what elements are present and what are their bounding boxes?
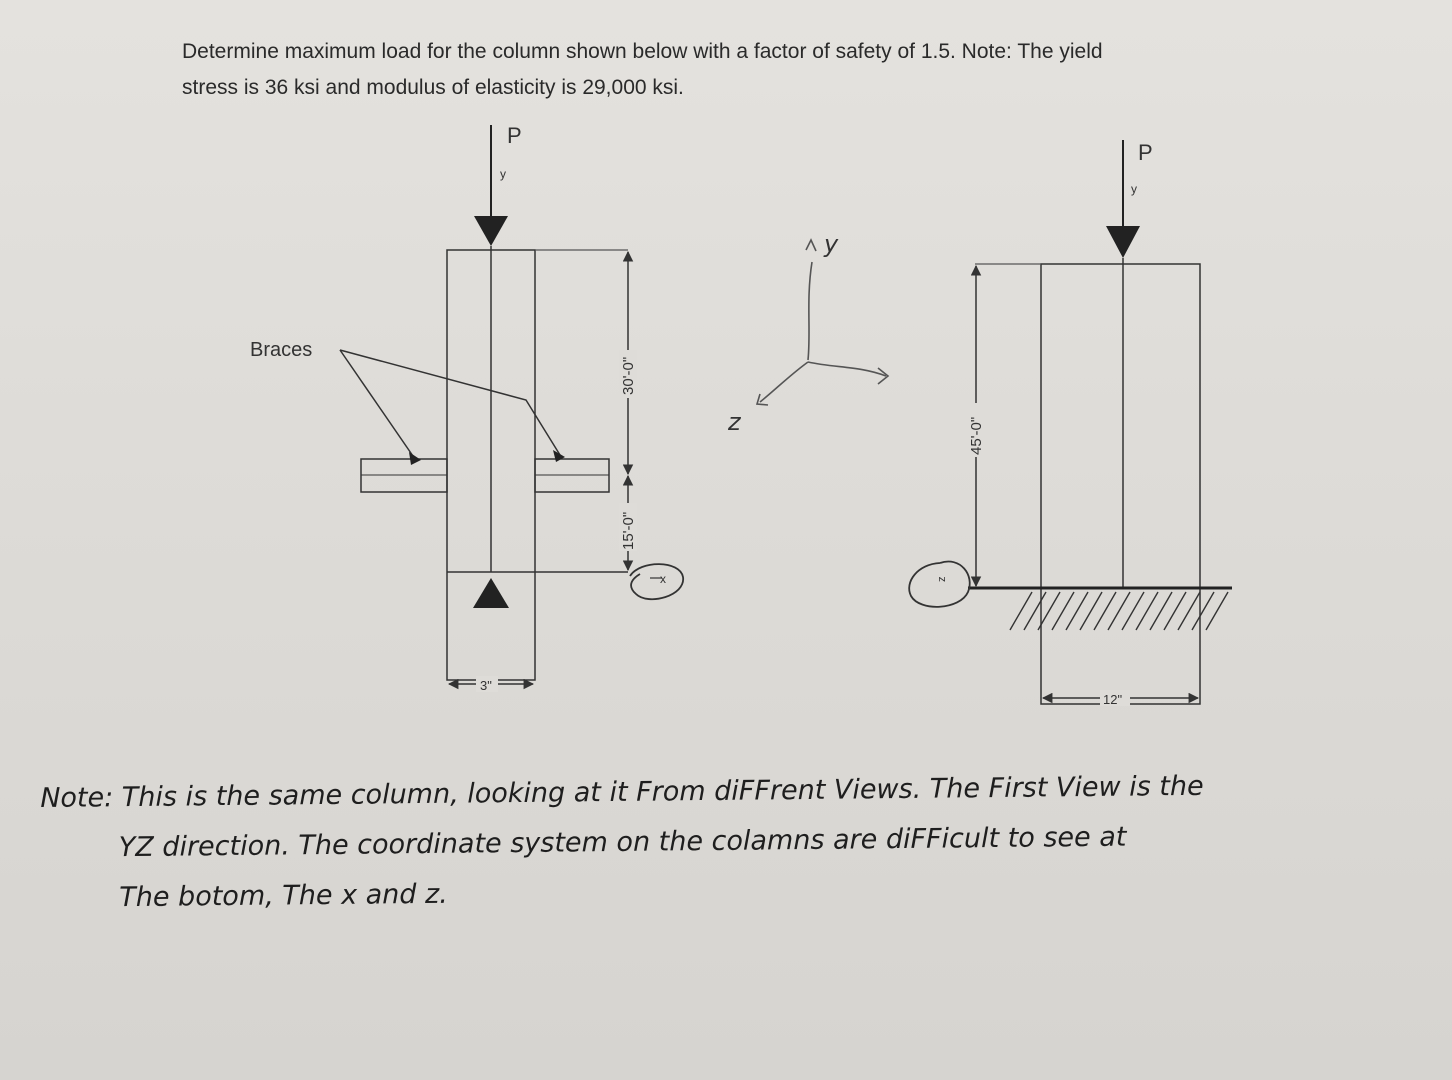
- left-load-sub: y: [500, 167, 506, 181]
- fixed-support-hatching: [1009, 591, 1229, 631]
- problem-line-2: stress is 36 ksi and modulus of elastici…: [182, 76, 684, 99]
- brace-leader-2: [339, 349, 561, 456]
- left-load-label: P: [507, 123, 522, 148]
- right-load-sub: y: [1131, 182, 1137, 196]
- right-load-label: P: [1138, 140, 1153, 165]
- problem-line-1: Determine maximum load for the column sh…: [182, 40, 1103, 63]
- left-pin-support: [473, 578, 509, 608]
- left-axis-circle: [629, 563, 684, 601]
- left-view: P y Braces 30'-0" 15'-0" x 3": [250, 123, 684, 693]
- handwritten-note: Note: This is the same column, looking a…: [40, 759, 1431, 924]
- brace-leader-1: [339, 349, 416, 460]
- axis-z-label: z: [727, 408, 742, 436]
- dim-upper-label: 30'-0": [620, 357, 637, 395]
- right-view: P y 45'-0" z: [908, 140, 1232, 707]
- dim-height-label: 45'-0": [968, 417, 985, 455]
- coordinate-axes: y z: [727, 230, 890, 436]
- dim-width-label: 3": [480, 678, 492, 693]
- braces-label: Braces: [250, 339, 312, 361]
- left-axis-label: x: [660, 572, 666, 586]
- axis-x-line: [807, 361, 887, 377]
- left-load-arrowhead: [474, 216, 508, 246]
- axis-y-label: y: [823, 230, 839, 258]
- right-axis-circle: [908, 560, 971, 608]
- dim-width-right-label: 12": [1103, 692, 1122, 707]
- axis-z-line: [759, 361, 809, 403]
- right-axis-label: z: [936, 577, 948, 583]
- right-column: [1040, 263, 1201, 705]
- axis-y-line: [807, 261, 813, 361]
- dim-lower-label: 15'-0": [620, 512, 637, 550]
- right-load-arrowhead: [1106, 226, 1140, 258]
- problem-statement: Determine maximum load for the column sh…: [182, 34, 1332, 106]
